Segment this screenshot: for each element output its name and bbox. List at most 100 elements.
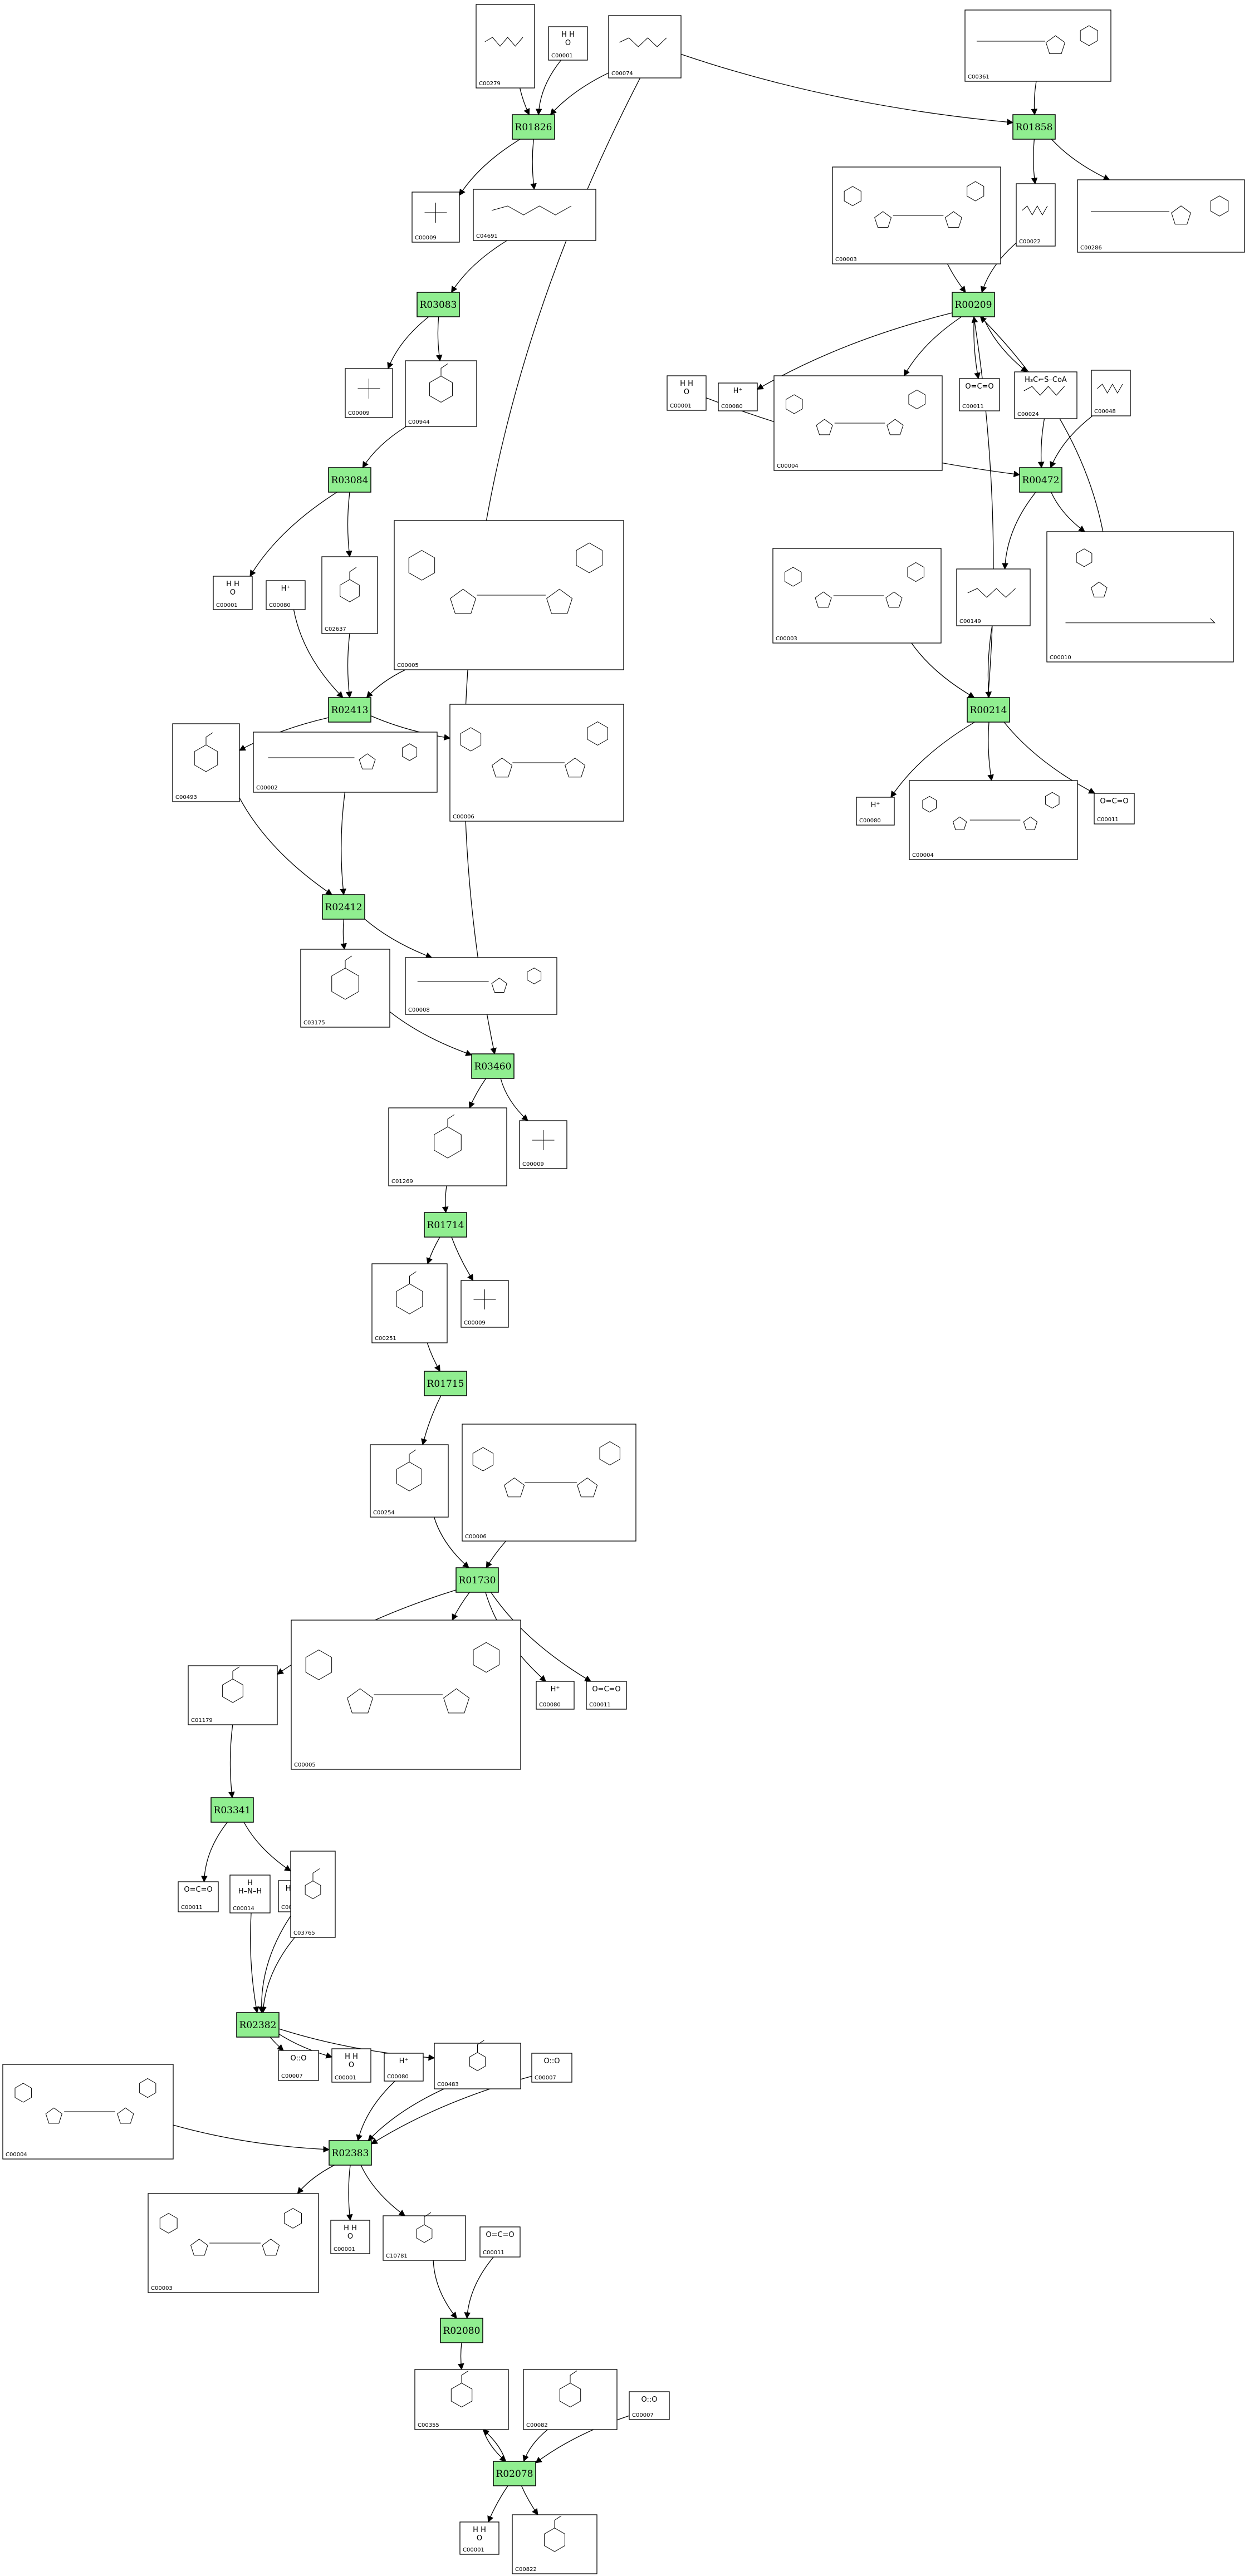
compound-node-c01179[interactable]: C01179 — [188, 1665, 278, 1725]
compound-node-c00009[interactable]: C00009 — [461, 1280, 509, 1328]
reaction-node-r02413[interactable]: R02413 — [328, 697, 371, 723]
reaction-node-r01826[interactable]: R01826 — [512, 114, 555, 140]
compound-node-c00009[interactable]: C00009 — [412, 192, 460, 243]
compound-id: C00002 — [256, 785, 278, 791]
compound-node-c00009[interactable]: C00009 — [345, 368, 393, 418]
compound-node-c00822[interactable]: C00822 — [512, 2514, 597, 2574]
reaction-node-r03084[interactable]: R03084 — [328, 467, 371, 493]
compound-formula: H⁺ — [399, 2057, 409, 2065]
reaction-node-r02078[interactable]: R02078 — [493, 2461, 536, 2486]
compound-id: C00082 — [526, 2422, 548, 2428]
compound-node-c00003[interactable]: C00003 — [832, 166, 1001, 264]
compound-node-c00008[interactable]: C00008 — [405, 957, 557, 1015]
compound-node-c00006[interactable]: C00006 — [462, 1424, 636, 1542]
compound-node-c00003[interactable]: C00003 — [148, 2193, 319, 2293]
compound-node-c00011[interactable]: O=C=O C00011 — [178, 1881, 219, 1912]
compound-node-c00009[interactable]: C00009 — [519, 1120, 567, 1169]
compound-node-c00355[interactable]: C00355 — [414, 2369, 509, 2430]
compound-node-c00006[interactable]: C00006 — [449, 704, 624, 822]
pathway-arrow — [680, 53, 1014, 126]
pathway-arrow — [468, 1078, 487, 1109]
compound-node-c00002[interactable]: C00002 — [253, 732, 438, 793]
compound-node-c00944[interactable]: C00944 — [405, 360, 477, 427]
compound-node-c00080[interactable]: H⁺C00080 — [718, 382, 758, 411]
compound-node-c00004[interactable]: C00004 — [773, 375, 943, 471]
compound-node-c00004[interactable]: C00004 — [2, 2064, 174, 2160]
compound-node-c00080[interactable]: H⁺C00080 — [384, 2053, 424, 2082]
reaction-node-r03083[interactable]: R03083 — [417, 292, 460, 317]
reaction-node-r02383[interactable]: R02383 — [329, 2140, 372, 2166]
compound-node-c00483[interactable]: C00483 — [434, 2040, 521, 2089]
pathway-arrow — [522, 2429, 548, 2462]
reaction-node-r01858[interactable]: R01858 — [1012, 114, 1056, 140]
compound-node-c02637[interactable]: C02637 — [321, 556, 378, 634]
structure-drawing — [417, 968, 542, 993]
reaction-label: R00209 — [955, 300, 992, 311]
structure-drawing — [222, 1666, 243, 1703]
compound-node-c00286[interactable]: C00286 — [1077, 179, 1245, 253]
edges-layer — [173, 53, 1110, 2523]
compound-node-c04691[interactable]: C04691 — [473, 189, 596, 241]
reaction-node-r01714[interactable]: R01714 — [424, 1212, 467, 1238]
compound-node-c00279[interactable]: C00279 — [476, 4, 535, 89]
reaction-node-r00209[interactable]: R00209 — [952, 292, 995, 317]
compound-node-c00022[interactable]: C00022 — [1016, 183, 1056, 247]
compound-node-c00080[interactable]: H⁺C00080 — [536, 1681, 575, 1710]
compound-node-c00251[interactable]: C00251 — [371, 1263, 448, 1343]
compound-node-c00048[interactable]: C00048 — [1091, 370, 1131, 416]
compound-node-c00080[interactable]: H⁺C00080 — [856, 797, 895, 826]
compound-node-c01269[interactable]: C01269 — [388, 1107, 507, 1186]
reaction-label: R03084 — [331, 475, 369, 486]
reaction-node-r01715[interactable]: R01715 — [424, 1371, 467, 1396]
pathway-arrow — [340, 792, 346, 896]
compound-node-c00080[interactable]: H⁺C00080 — [266, 580, 306, 610]
compound-node-c00493[interactable]: C00493 — [172, 723, 240, 802]
reaction-node-r00214[interactable]: R00214 — [967, 697, 1010, 723]
reaction-node-r00472[interactable]: R00472 — [1019, 467, 1062, 493]
compound-node-c00149[interactable]: C00149 — [956, 568, 1031, 626]
reaction-node-r01730[interactable]: R01730 — [455, 1567, 499, 1593]
pathway-arrow — [530, 139, 537, 190]
reaction-node-r02080[interactable]: R02080 — [440, 2318, 483, 2343]
compound-node-c10781[interactable]: C10781 — [383, 2212, 466, 2261]
compound-node-c00254[interactable]: C00254 — [370, 1444, 449, 1518]
compound-id: C00011 — [181, 1905, 203, 1911]
compound-id: C00001 — [216, 602, 238, 609]
compound-node-c00361[interactable]: C00361 — [964, 9, 1111, 82]
compound-formula: O=C=O — [184, 1886, 212, 1894]
reaction-node-r03341[interactable]: R03341 — [210, 1797, 254, 1823]
reaction-node-r03460[interactable]: R03460 — [471, 1053, 515, 1079]
compound-node-c00010[interactable]: C00010 — [1046, 531, 1234, 663]
reaction-node-r02412[interactable]: R02412 — [322, 894, 365, 920]
pathway-arrow — [982, 316, 1028, 372]
reaction-label: R01858 — [1016, 122, 1053, 133]
compound-node-c03175[interactable]: C03175 — [300, 949, 390, 1028]
compound-node-c03765[interactable]: C03765 — [290, 1851, 336, 1938]
reaction-label: R01714 — [427, 1220, 464, 1231]
compound-node-c00082[interactable]: C00082 — [523, 2369, 618, 2430]
compound-node-c00003[interactable]: C00003 — [772, 548, 942, 644]
reaction-label: R02078 — [496, 2469, 533, 2480]
pathway-arrow — [971, 316, 994, 698]
compound-node-c00074[interactable]: C00074 — [608, 15, 682, 78]
compound-id: C00022 — [1019, 239, 1041, 245]
compound-node-c00005[interactable]: C00005 — [291, 1620, 521, 1770]
reaction-node-r02382[interactable]: R02382 — [236, 2012, 280, 2038]
compound-node-c00005[interactable]: C00005 — [394, 520, 624, 670]
compound-node-c00004[interactable]: C00004 — [909, 780, 1078, 860]
